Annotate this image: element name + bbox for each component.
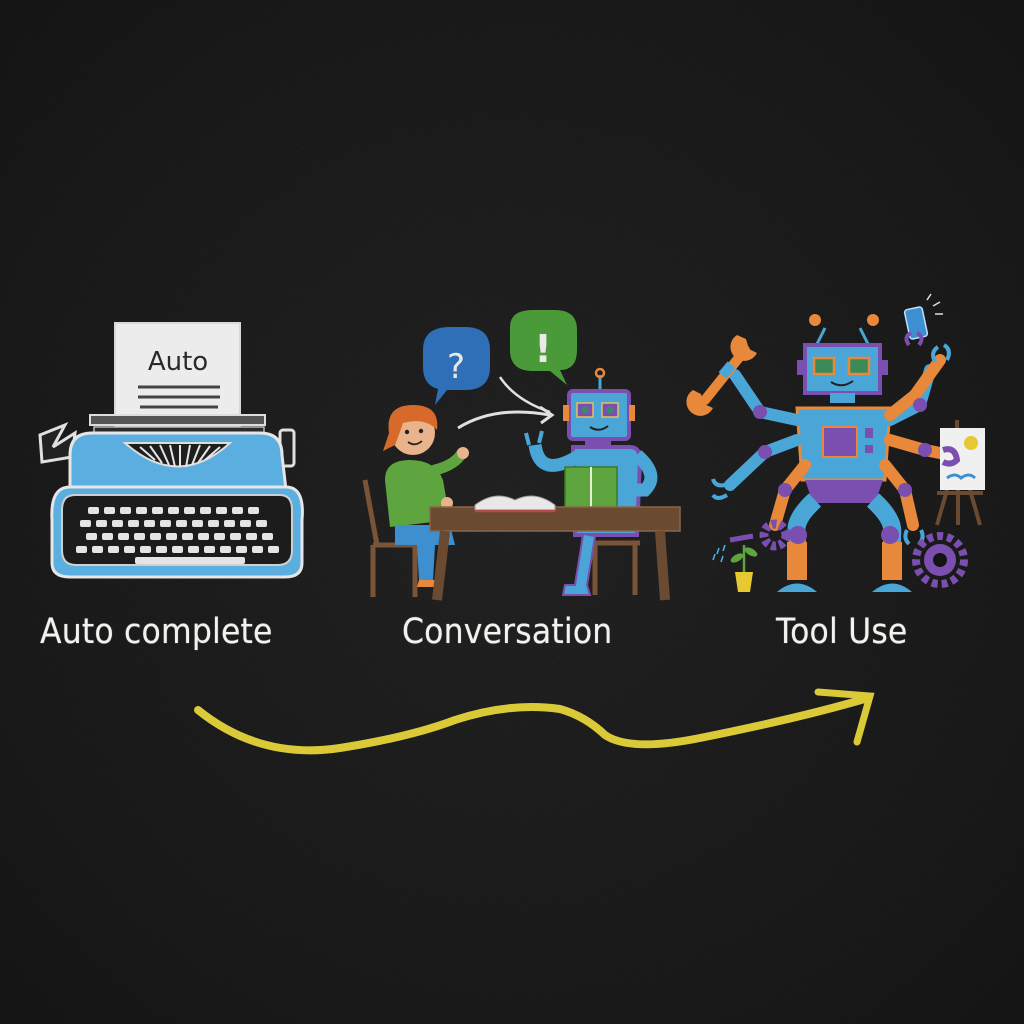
gear-icon-large — [912, 532, 968, 588]
svg-text:!: ! — [534, 327, 551, 371]
stage-label-tool-use: Tool Use — [776, 612, 908, 652]
paint-canvas-icon — [935, 420, 985, 526]
multi-arm-robot-illustration — [686, 293, 985, 592]
wrench-icon — [686, 335, 757, 416]
person-figure — [383, 405, 469, 587]
exclamation-bubble-icon: ! — [510, 310, 577, 385]
stage-autocomplete: Auto — [30, 315, 320, 585]
question-bubble-icon: ? — [423, 327, 490, 405]
gear-icon-small — [759, 519, 791, 551]
arrow-right-icon — [194, 688, 875, 755]
conversation-illustration: ? ! — [362, 310, 681, 601]
potted-plant-icon — [730, 545, 758, 592]
stage-tool-use — [685, 290, 1000, 600]
smartphone-icon — [903, 293, 943, 347]
robot-figure — [524, 367, 658, 596]
stage-label-conversation: Conversation — [402, 612, 613, 652]
stage-label-autocomplete: Auto complete — [40, 612, 273, 652]
svg-text:?: ? — [447, 347, 465, 387]
typewriter-icon: Auto — [38, 322, 304, 579]
watering-can-icon — [712, 533, 754, 563]
stage-conversation: ? ! — [355, 305, 685, 601]
paper-text: Auto — [148, 347, 208, 377]
table-icon — [429, 495, 681, 601]
